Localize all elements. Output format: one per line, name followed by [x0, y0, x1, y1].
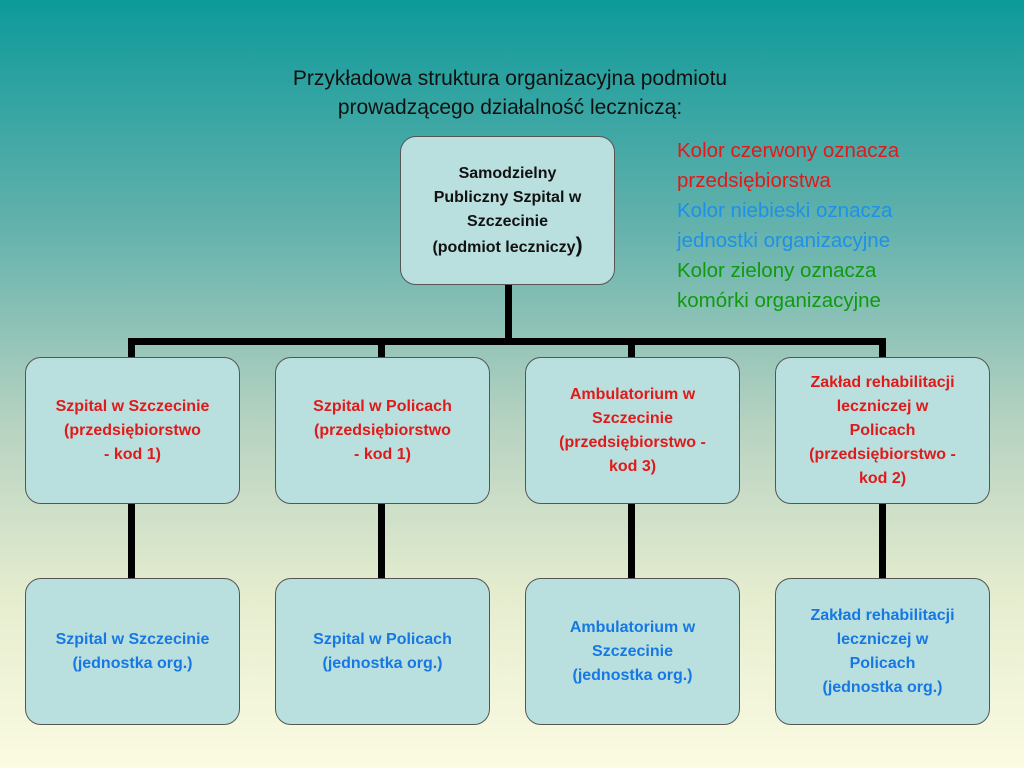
unit-line: Szpital w Szczecinie — [55, 630, 210, 648]
connector-drop-1 — [128, 338, 135, 358]
enterprise-box-zaklad-rehabilitacji: Zakład rehabilitacji leczniczej w Polica… — [775, 357, 990, 504]
root-node-line: (podmiot leczniczy) — [432, 234, 582, 260]
legend-line: przedsiębiorstwa — [677, 169, 831, 192]
enterprise-line: kod 3) — [608, 457, 657, 475]
root-node-line-text: (podmiot leczniczy — [432, 238, 576, 256]
enterprise-line: Policach — [849, 421, 916, 439]
enterprise-line: Szpital w Policach — [313, 397, 452, 415]
root-node-line: Szczecinie — [467, 212, 548, 230]
connector-lower-4 — [879, 503, 886, 579]
connector-lower-1 — [128, 503, 135, 579]
unit-line: Szczecinie — [592, 642, 673, 660]
root-node-paren: ) — [575, 233, 583, 257]
legend-line: Kolor zielony oznacza — [677, 259, 877, 282]
enterprise-line: Szczecinie — [592, 409, 673, 427]
enterprise-line: leczniczej w — [836, 397, 929, 415]
legend-line: komórki organizacyjne — [677, 289, 881, 312]
enterprise-box-szpital-szczecin: Szpital w Szczecinie (przedsiębiorstwo -… — [25, 357, 240, 504]
unit-line: Szpital w Policach — [313, 630, 452, 648]
enterprise-line: - kod 1) — [354, 445, 411, 463]
connector-drop-4 — [879, 338, 886, 358]
enterprise-line: (przedsiębiorstwo — [314, 421, 451, 439]
connector-lower-2 — [378, 503, 385, 579]
unit-line: (jednostka org.) — [572, 666, 693, 684]
connector-drop-3 — [628, 338, 635, 358]
legend-line: jednostki organizacyjne — [677, 229, 891, 252]
legend-line: Kolor niebieski oznacza — [677, 199, 893, 222]
color-legend: Kolor czerwony oznacza przedsiębiorstwa … — [677, 136, 1017, 316]
connector-horizontal-bus — [128, 338, 886, 345]
unit-line: (jednostka org.) — [322, 654, 443, 672]
enterprise-line: kod 2) — [858, 469, 907, 487]
unit-line: Ambulatorium w — [569, 618, 696, 636]
unit-line: (jednostka org.) — [822, 678, 943, 696]
root-node-line: Publiczny Szpital w — [433, 188, 582, 206]
title-line-2: prowadzącego działalność leczniczą: — [337, 96, 683, 119]
enterprise-line: Szpital w Szczecinie — [55, 397, 210, 415]
enterprise-line: (przedsiębiorstwo - — [809, 445, 956, 463]
enterprise-line: (przedsiębiorstwo — [64, 421, 201, 439]
enterprise-box-ambulatorium: Ambulatorium w Szczecinie (przedsiębiors… — [525, 357, 740, 504]
enterprise-box-szpital-police: Szpital w Policach (przedsiębiorstwo - k… — [275, 357, 490, 504]
slide-title: Przykładowa struktura organizacyjna podm… — [200, 64, 820, 122]
unit-box-szpital-szczecin: Szpital w Szczecinie (jednostka org.) — [25, 578, 240, 725]
title-line-1: Przykładowa struktura organizacyjna podm… — [292, 67, 728, 90]
root-node-line: Samodzielny — [458, 164, 557, 182]
unit-line: Policach — [849, 654, 916, 672]
enterprise-line: - kod 1) — [104, 445, 161, 463]
enterprise-line: Ambulatorium w — [569, 385, 696, 403]
root-node-box: Samodzielny Publiczny Szpital w Szczecin… — [400, 136, 615, 285]
connector-lower-3 — [628, 503, 635, 579]
unit-box-ambulatorium: Ambulatorium w Szczecinie (jednostka org… — [525, 578, 740, 725]
connector-root-down — [505, 283, 512, 341]
unit-box-zaklad-rehabilitacji: Zakład rehabilitacji leczniczej w Polica… — [775, 578, 990, 725]
unit-box-szpital-police: Szpital w Policach (jednostka org.) — [275, 578, 490, 725]
unit-line: leczniczej w — [836, 630, 929, 648]
legend-line: Kolor czerwony oznacza — [677, 139, 900, 162]
enterprise-line: (przedsiębiorstwo - — [559, 433, 706, 451]
connector-drop-2 — [378, 338, 385, 358]
unit-line: Zakład rehabilitacji — [810, 606, 955, 624]
enterprise-line: Zakład rehabilitacji — [810, 373, 955, 391]
unit-line: (jednostka org.) — [72, 654, 193, 672]
